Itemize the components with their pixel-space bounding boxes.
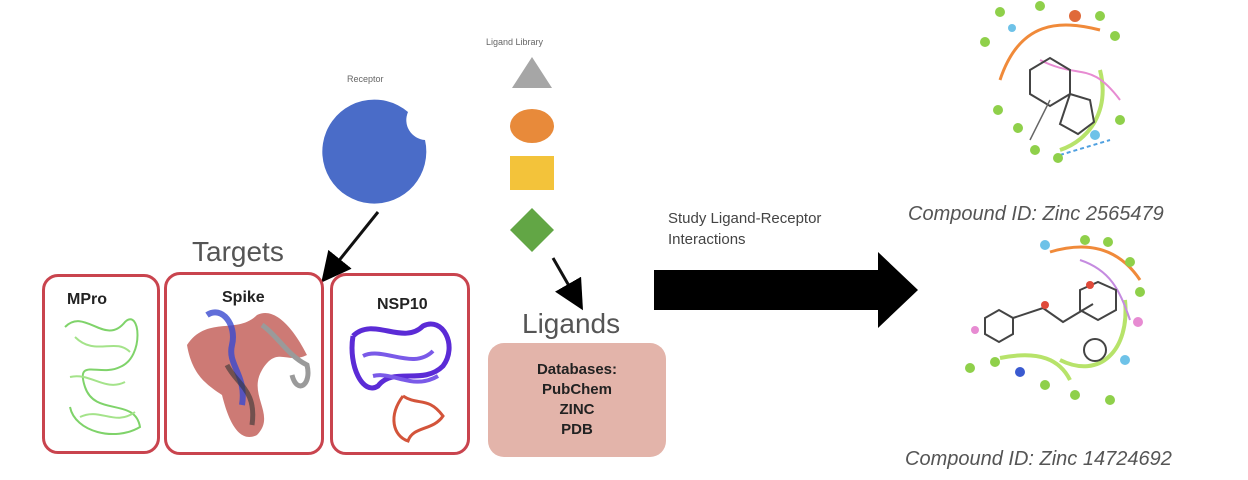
nsp10-structure-image [349, 321, 452, 443]
database-zinc: ZINC [559, 401, 595, 418]
databases-box: Databases: PubChem ZINC PDB [488, 343, 666, 457]
target-name-spike: Spike [222, 289, 265, 306]
receptor-label: Receptor [347, 74, 384, 84]
databases-title: Databases: [536, 361, 618, 378]
library-to-ligands-arrow [551, 257, 583, 311]
spike-structure-image [187, 309, 311, 437]
receptor-shape [322, 99, 427, 204]
target-name-mpro: MPro [67, 291, 107, 308]
receptor-to-targets-arrow [321, 211, 380, 283]
study-arrow [654, 252, 918, 328]
database-pubchem: PubChem [541, 381, 612, 398]
ligands-label: Ligands [522, 308, 621, 339]
target-box-mpro: MPro [42, 274, 160, 454]
study-interactions-label: Study Ligand-Receptor Interactions [668, 210, 822, 248]
targets-label: Targets [192, 236, 284, 267]
target-box-spike: Spike [164, 272, 324, 455]
triangle-ligand-shape [512, 57, 552, 88]
ligand-library-label: Ligand Library [486, 37, 544, 47]
target-name-nsp10: NSP10 [377, 296, 428, 313]
square-ligand-shape [510, 156, 554, 190]
diamond-ligand-shape [510, 208, 554, 252]
compound-1-label: Compound ID: Zinc 2565479 [908, 203, 1164, 225]
ellipse-ligand-shape [510, 109, 554, 143]
compound-1-interaction-diagram [980, 1, 1125, 163]
compound-2-interaction-diagram [965, 235, 1145, 405]
database-pdb: PDB [561, 421, 593, 438]
target-box-nsp10: NSP10 [330, 273, 470, 455]
mpro-structure-image [64, 318, 142, 436]
compound-2-label: Compound ID: Zinc 14724692 [905, 448, 1172, 470]
